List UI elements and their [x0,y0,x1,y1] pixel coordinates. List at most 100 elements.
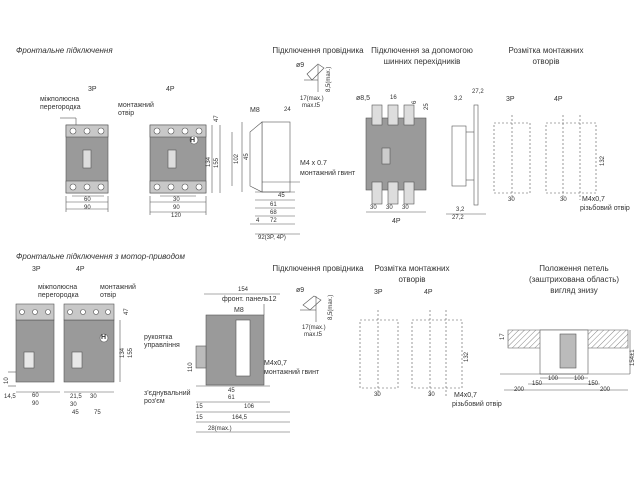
h-symbol-top: H [190,137,196,144]
h-symbol-motor: H [101,334,107,341]
dim-30-mount-bottom: 30 [374,392,381,398]
label-interpole-barrier-1: міжполюсна [40,96,80,103]
label-threaded-hole-bottom: різьбовий отвір [452,401,502,408]
label-phi9-top: ø9 [296,62,305,69]
dim-25: 25 [424,103,430,110]
label-4p-motor: 4P [76,266,85,273]
dim-45-motor-side: 45 [228,388,235,394]
label-4p-mount-top: 4P [554,96,563,103]
label-mounting-hole-motor-1: монтажний [100,284,136,291]
dim-30-motor: 30 [90,394,97,400]
dim-21-5: 21,5 [70,394,82,400]
section-mounting-layout-top-line1: Розмітка монтажних [508,46,584,55]
dim-10: 10 [4,377,10,384]
label-3p-motor: 3P [32,266,41,273]
dim-90-4p: 90 [173,205,180,211]
dim-30-mount-top: 30 [508,197,515,203]
label-threaded-hole-top: різьбовий отвір [580,205,630,212]
label-4p-mount-bottom: 4P [424,289,433,296]
dim-132-bottom: 132 [464,351,470,362]
dim-100-a: 100 [548,376,559,382]
dim-150-a: 150 [532,381,543,387]
section-handle-position-line1: Положення петель [539,264,609,273]
dim-30-bus-2: 30 [386,205,393,211]
label-interpole-barrier-2: перегородка [40,104,81,111]
label-3p-top: 3P [88,86,97,93]
dim-155: 155 [214,157,220,168]
label-interpole-barrier-motor-2: перегородка [38,292,79,299]
dim-27-2-top: 27,2 [472,89,484,95]
label-3p-mount-bottom: 3P [374,289,383,296]
label-handle-1: рукоятка [144,334,173,341]
dim-61: 61 [270,202,277,208]
section-front-connection-motor: Фронтальне підключення з мотор-приводом [16,252,185,261]
dim-200-a: 200 [514,387,525,393]
label-3p-mount-top: 3P [506,96,515,103]
label-4p-top: 4P [166,86,175,93]
dim-92: 92(3P, 4P) [258,235,286,241]
breaker-side-view [231,121,300,235]
wire-connection-top-sketch [304,63,325,92]
section-busbar-connection-line1: Підключення за допомогою [371,46,473,55]
label-max-t5-bottom: max.t5 [304,332,323,338]
busbar-connection-side [446,104,486,215]
dim-14-5: 14,5 [4,394,16,400]
dim-47: 47 [214,115,220,122]
dim-45-bottom: 45 [278,193,285,199]
dim-30-bus-3: 30 [402,205,409,211]
dim-24: 24 [284,107,291,113]
dim-30-4p: 30 [173,197,180,203]
label-m4x07: M4 x 0.7 [300,160,327,167]
dim-61-motor-side: 61 [228,395,235,401]
label-mounting-screw: монтажний гвинт [300,170,356,177]
label-front-panel: фронт. панель12 [222,296,277,303]
wire-connection-bottom-sketch [300,295,322,322]
handle-position-bottom-view [500,329,631,391]
label-17max-top: 17(max.) [300,96,324,102]
section-mounting-layout-top-line2: отворів [532,57,560,66]
label-mounting-screw-motor: монтажний гвинт [264,369,320,376]
dim-200-b: 200 [600,387,611,393]
dim-27-2-bottom: 27,2 [452,215,464,221]
dim-15-a: 15 [196,404,203,410]
label-connector-1: з'єднувальний [144,390,191,397]
dim-120: 120 [171,213,182,219]
label-connector-2: роз'єм [144,398,165,405]
dim-30-mount-top-4p: 30 [560,197,567,203]
dim-90: 90 [84,205,91,211]
label-m4x07-mount-top: M4x0,7 [582,196,605,203]
dim-154: 154 [238,287,249,293]
dim-17-handle: 17 [500,333,506,340]
dim-47-motor: 47 [124,308,130,315]
section-busbar-connection-line2: шинних перехідників [383,57,461,66]
section-wire-connection-top: Підключення провідника [272,46,364,55]
dim-15-b: 15 [196,415,203,421]
label-4p-busbar: 4P [392,218,401,225]
label-8-5max-top: 8,5(max.) [326,66,332,92]
section-mounting-layout-bottom-line1: Розмітка монтажних [374,264,450,273]
label-mounting-hole-2: отвір [118,110,135,117]
label-max-t5-top: max.t5 [302,103,321,109]
dim-154pm1: 154±1 [630,349,636,366]
motor-breaker-3p-front [8,303,60,393]
mounting-holes-bottom [359,310,463,396]
dim-90-motor: 90 [32,401,39,407]
dim-100-b: 100 [574,376,585,382]
motor-breaker-side-view [195,293,290,433]
label-8-5max-bottom: 8,5(max.) [328,294,334,320]
dim-3-2-top: 3,2 [454,96,463,102]
dim-75: 75 [94,410,101,416]
label-phi9-bottom: ø9 [296,287,305,294]
dim-60-motor: 60 [32,393,39,399]
section-handle-position-line3: вигляд знизу [550,286,598,295]
dim-3-2-bottom: 3,2 [456,207,465,213]
dim-134-motor: 134 [120,347,126,358]
label-m4x07-motor: M4x0,7 [264,360,287,367]
label-mounting-hole-motor-2: отвір [100,292,117,299]
section-front-connection: Фронтальне підключення [16,46,113,55]
motor-breaker-4p-front [63,303,121,393]
dim-30-motor-2: 30 [70,402,77,408]
dim-68: 68 [270,210,277,216]
label-m8: M8 [250,107,260,114]
